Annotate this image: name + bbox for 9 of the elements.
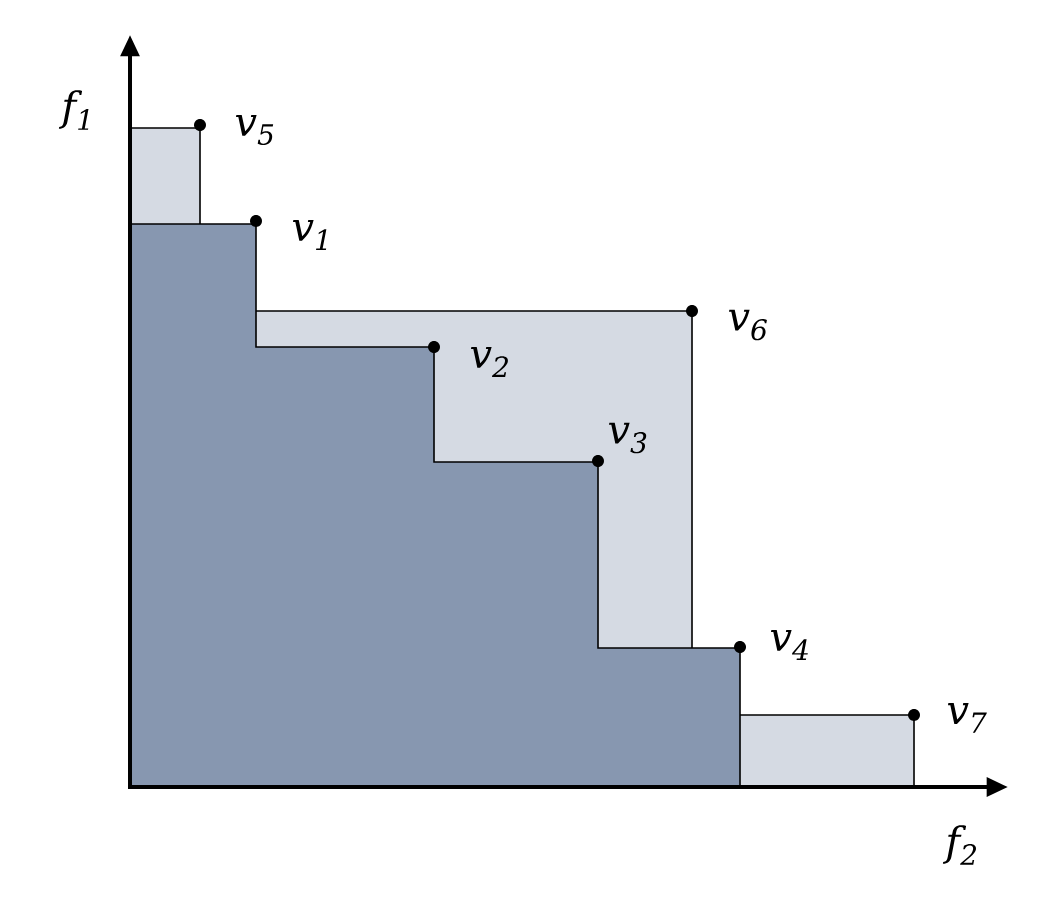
axis-label: v$_{6}$ (728, 309, 767, 341)
axis-label: v$_{2}$ (470, 346, 508, 378)
axis-label: v$_{5}$ (235, 114, 274, 146)
axis-label: v$_{1}$ (292, 219, 327, 251)
axis-label: v$_{7}$ (947, 703, 987, 733)
axis-label: v$_{4}$ (770, 629, 808, 661)
axis-label: f$_{2}$ (942, 825, 976, 865)
axis-label: f$_{1}$ (58, 90, 89, 130)
axis-label: v$_{3}$ (608, 422, 647, 454)
